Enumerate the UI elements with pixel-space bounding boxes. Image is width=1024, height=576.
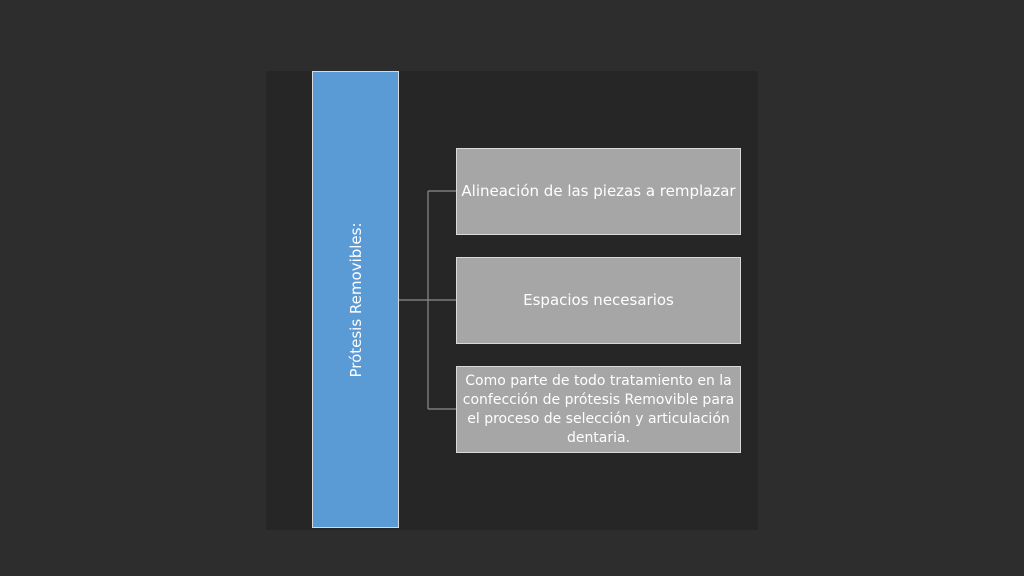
root-node-label: Prótesis Removibles: [346,221,365,378]
child-node-espacios: Espacios necesarios [456,257,741,344]
connector-lines [399,190,456,410]
child-node-alineacion: Alineación de las piezas a remplazar [456,148,741,235]
root-node: Prótesis Removibles: [312,71,399,528]
slide: Prótesis Removibles: Alineación de las p… [266,71,758,530]
child-node-tratamiento: Como parte de todo tratamiento en la con… [456,366,741,453]
